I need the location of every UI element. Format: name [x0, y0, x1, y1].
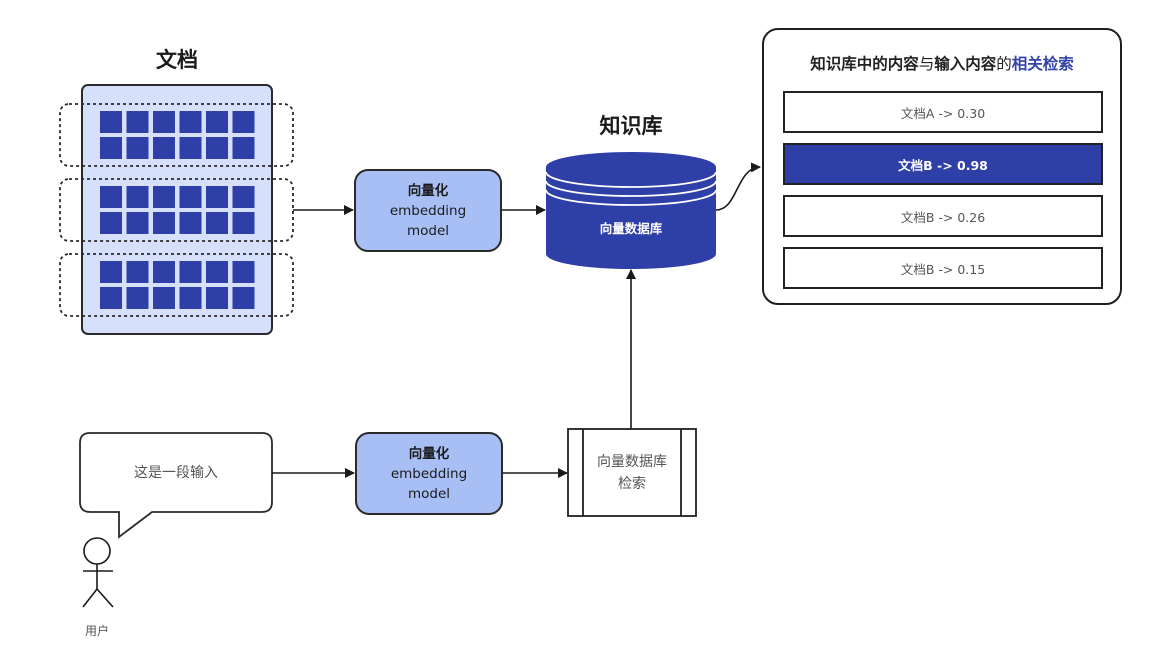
user-input-text: 这是一段输入: [134, 465, 218, 481]
result-row-label: 文档A -> 0.30: [900, 105, 986, 121]
document-block: [179, 186, 202, 208]
result-row-label: 文档B -> 0.15: [900, 261, 986, 277]
title-part-4: 相关检索: [1011, 55, 1074, 73]
document-block: [126, 137, 149, 159]
title-part-2: 输入内容: [934, 55, 997, 73]
document-block: [126, 111, 149, 133]
documents-title: 文档: [156, 48, 198, 72]
embedding-bottom-line3: model: [407, 485, 451, 502]
embedding-bottom-line1: 向量化: [408, 445, 450, 462]
embedding-model-top: 向量化 embedding model: [354, 169, 502, 252]
result-row: 文档A -> 0.30: [783, 91, 1103, 133]
db-ring-1: [545, 171, 717, 188]
document-block: [126, 212, 149, 234]
result-row-highlighted: 文档B -> 0.98: [783, 143, 1103, 185]
document-block: [232, 212, 255, 234]
document-blocks: [100, 111, 255, 309]
results-panel: 知识库中的内容与输入内容的相关检索 文档A -> 0.30 文档B -> 0.9…: [762, 28, 1122, 305]
document-block: [232, 111, 255, 133]
document-block: [179, 137, 202, 159]
document-block: [126, 287, 149, 309]
vector-db-label: 向量数据库: [599, 221, 663, 236]
embedding-model-bottom: 向量化 embedding model: [355, 432, 503, 515]
document-block: [153, 137, 175, 159]
retrieval-line2: 检索: [618, 476, 646, 492]
speech-bubble: [79, 432, 273, 539]
result-row: 文档B -> 0.15: [783, 247, 1103, 289]
document-block: [179, 261, 202, 283]
title-part-3: 的: [996, 55, 1012, 73]
document-block: [100, 186, 122, 208]
user-label: 用户: [84, 624, 109, 638]
retrieval-label: 向量数据库 检索: [584, 430, 680, 516]
embedding-top-line3: model: [406, 222, 450, 239]
document-block: [179, 111, 202, 133]
document-block: [126, 261, 149, 283]
document-block: [100, 287, 122, 309]
title-part-0: 知识库中的内容: [810, 55, 919, 73]
results-panel-title: 知识库中的内容与输入内容的相关检索: [764, 52, 1120, 74]
document-block: [206, 186, 228, 208]
db-ring-2: [545, 180, 717, 197]
embedding-top-line2: embedding: [389, 202, 467, 219]
document-block: [100, 261, 122, 283]
document-block: [153, 111, 175, 133]
knowledge-base-title: 知识库: [599, 114, 663, 138]
document-block: [179, 212, 202, 234]
arrow-db-to-results: [715, 162, 761, 211]
document-block: [206, 261, 228, 283]
document-block: [153, 287, 175, 309]
document-block: [100, 212, 122, 234]
document-block: [153, 261, 175, 283]
document-block: [206, 212, 228, 234]
document-block: [232, 287, 255, 309]
vector-db-cylinder: [545, 152, 717, 269]
embedding-top-line1: 向量化: [407, 182, 449, 199]
user-icon: [82, 537, 114, 608]
document-block: [232, 186, 255, 208]
db-ring-3: [545, 189, 717, 206]
document-block: [100, 137, 122, 159]
document-block: [153, 186, 175, 208]
title-part-1: 与: [918, 55, 935, 73]
document-block: [206, 111, 228, 133]
document-block: [153, 212, 175, 234]
result-row-label: 文档B -> 0.98: [898, 157, 988, 173]
retrieval-line1: 向量数据库: [597, 454, 667, 470]
document-block: [179, 287, 202, 309]
document-block: [126, 186, 149, 208]
embedding-bottom-line2: embedding: [390, 465, 468, 482]
result-row-label: 文档B -> 0.26: [900, 209, 986, 225]
document-block: [100, 111, 122, 133]
document-block: [232, 261, 255, 283]
document-block: [206, 137, 228, 159]
retrieval-process-box: [567, 428, 697, 517]
document-block: [206, 287, 228, 309]
document-block: [232, 137, 255, 159]
result-row: 文档B -> 0.26: [783, 195, 1103, 237]
